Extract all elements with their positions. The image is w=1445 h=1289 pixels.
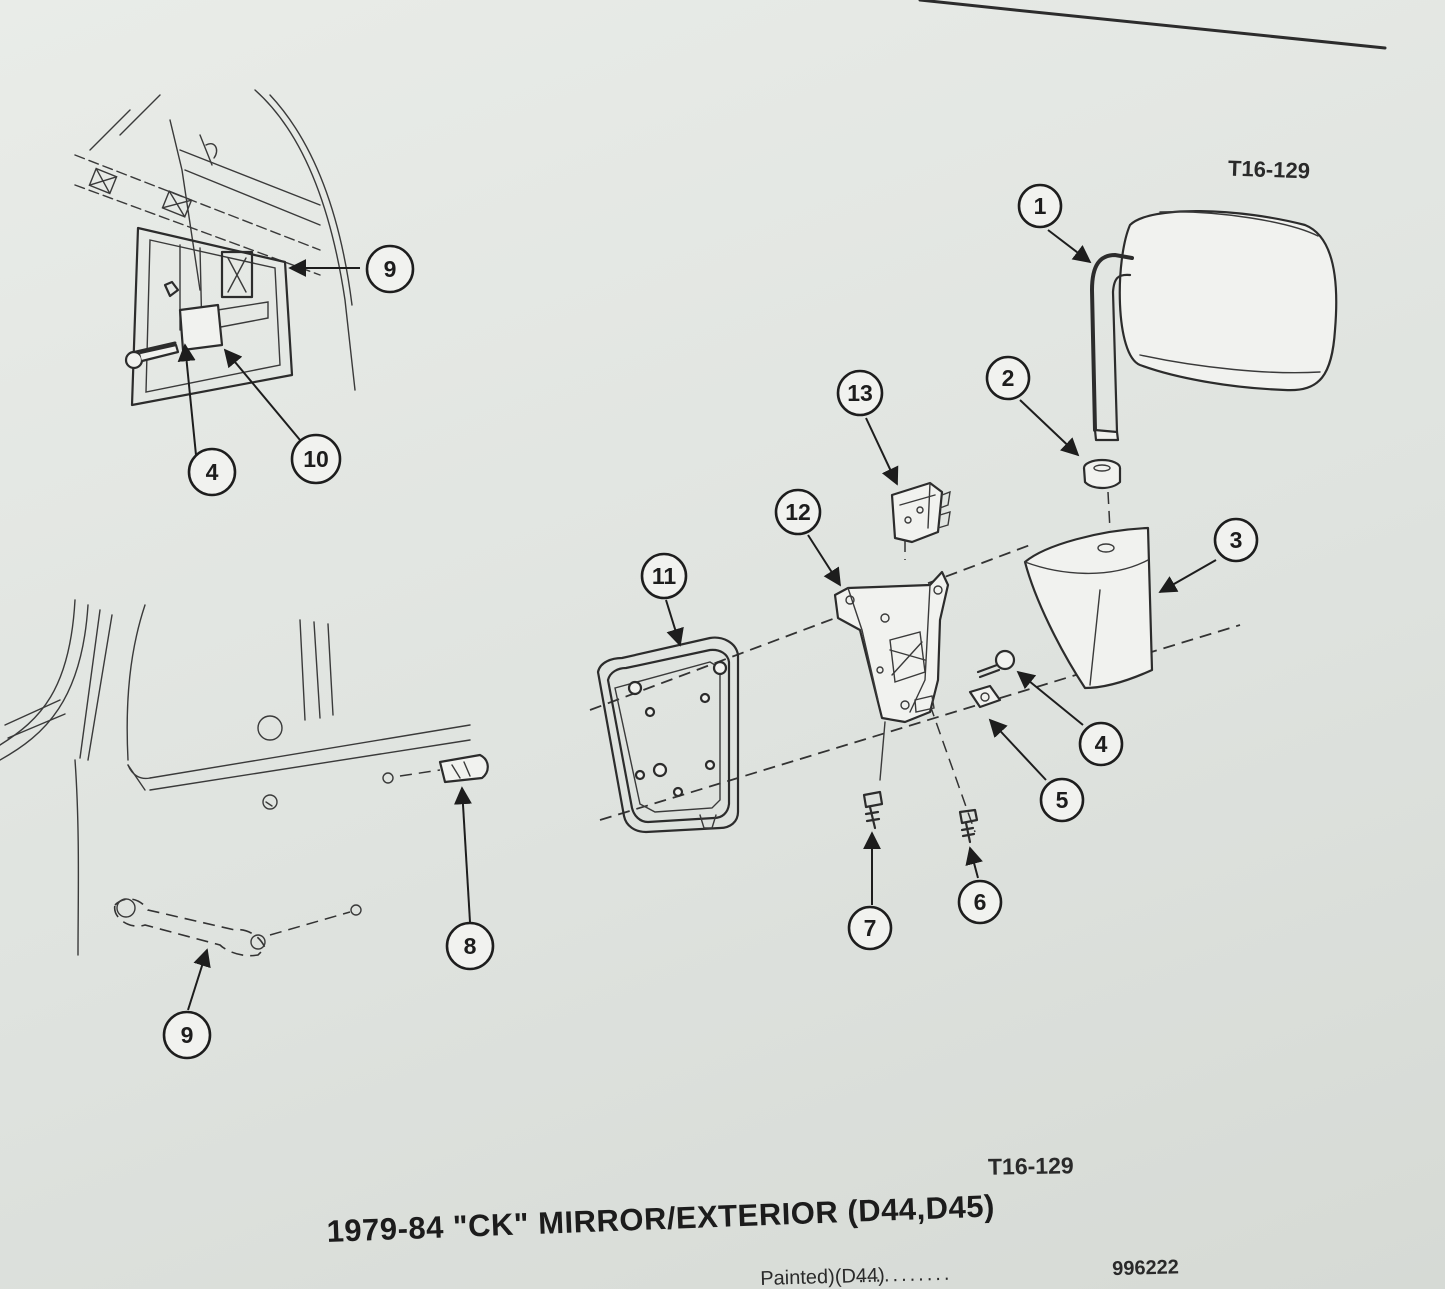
callout-10: 10 [290, 433, 342, 485]
callout-1: 1 [1017, 183, 1063, 229]
callout-5: 5 [1039, 777, 1085, 823]
part-screw-7 [862, 790, 884, 830]
svg-text:2: 2 [1002, 365, 1015, 391]
svg-text:13: 13 [847, 380, 873, 406]
inset-door-hinge [74, 89, 356, 407]
part-gasket [596, 636, 740, 834]
figure-code-top: T16-129 [1227, 155, 1311, 184]
callout-4: 4 [1078, 721, 1124, 767]
inset-cab-door [0, 599, 489, 957]
callout-9-lower: 9 [162, 1010, 212, 1060]
svg-text:1: 1 [1034, 193, 1047, 219]
callout-4-inset: 4 [187, 447, 237, 497]
callout-6: 6 [957, 879, 1003, 925]
svg-text:5: 5 [1056, 787, 1069, 813]
leader-lines [177, 229, 1217, 1011]
svg-text:9: 9 [181, 1022, 194, 1048]
figure-code-bottom: T16-129 [987, 1152, 1074, 1180]
part-clip [890, 481, 951, 560]
callout-7: 7 [847, 905, 893, 951]
callout-12: 12 [774, 488, 822, 536]
part-bracket [833, 570, 950, 724]
callout-8: 8 [445, 921, 495, 971]
parts-list-part-number: 996222 [1111, 1256, 1180, 1281]
part-mirror-base [1023, 526, 1154, 690]
callout-3: 3 [1213, 517, 1259, 563]
parts-list-leader: ........... [857, 1262, 953, 1288]
main-exploded-view [589, 210, 1338, 844]
svg-text:6: 6 [974, 889, 987, 915]
svg-text:10: 10 [303, 446, 329, 472]
callout-13: 13 [836, 369, 884, 417]
svg-text:4: 4 [206, 459, 219, 485]
svg-text:8: 8 [464, 933, 477, 959]
svg-text:7: 7 [864, 915, 877, 941]
callout-2: 2 [985, 355, 1031, 401]
callout-11: 11 [640, 552, 688, 600]
svg-text:11: 11 [652, 563, 677, 589]
svg-text:12: 12 [785, 499, 811, 525]
svg-text:4: 4 [1095, 731, 1108, 757]
part-screw-6 [958, 808, 979, 844]
part-screw-and-nut [968, 649, 1016, 709]
page-rule [918, 0, 1387, 50]
svg-text:9: 9 [384, 256, 397, 282]
callout-9-upper: 9 [365, 244, 415, 294]
part-grommet [1082, 458, 1122, 490]
svg-text:3: 3 [1230, 527, 1243, 553]
part-mirror-head [1090, 210, 1338, 442]
